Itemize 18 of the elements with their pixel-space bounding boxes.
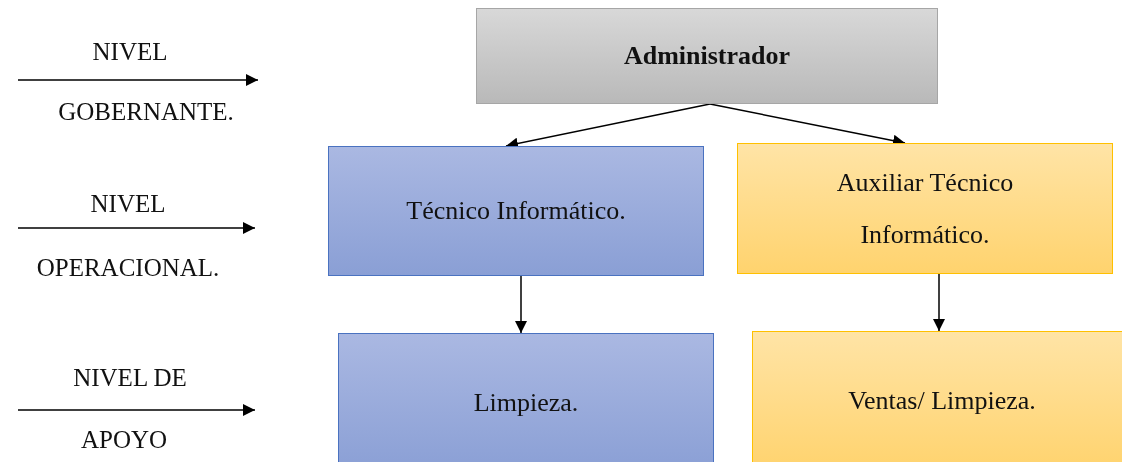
org-box	[737, 143, 1113, 274]
level-label: GOBERNANTE.	[58, 98, 234, 126]
org-box	[752, 331, 1122, 462]
level-label: OPERACIONAL.	[36, 254, 220, 282]
box-label: Auxiliar Técnico Informático.	[835, 166, 1015, 251]
arrow	[933, 273, 945, 332]
box-label: Administrador	[622, 40, 792, 72]
arrow	[515, 275, 527, 334]
level-label: NIVEL	[90, 190, 166, 218]
level-label: APOYO	[80, 426, 168, 454]
level-label: NIVEL	[92, 38, 168, 66]
box-label: Técnico Informático.	[405, 195, 627, 227]
box-label: Ventas/ Limpieza.	[847, 385, 1037, 417]
box-label: Limpieza.	[472, 387, 580, 419]
org-box	[476, 8, 938, 104]
org-box	[328, 146, 704, 276]
org-box	[338, 333, 714, 462]
level-label: NIVEL DE	[73, 364, 187, 392]
